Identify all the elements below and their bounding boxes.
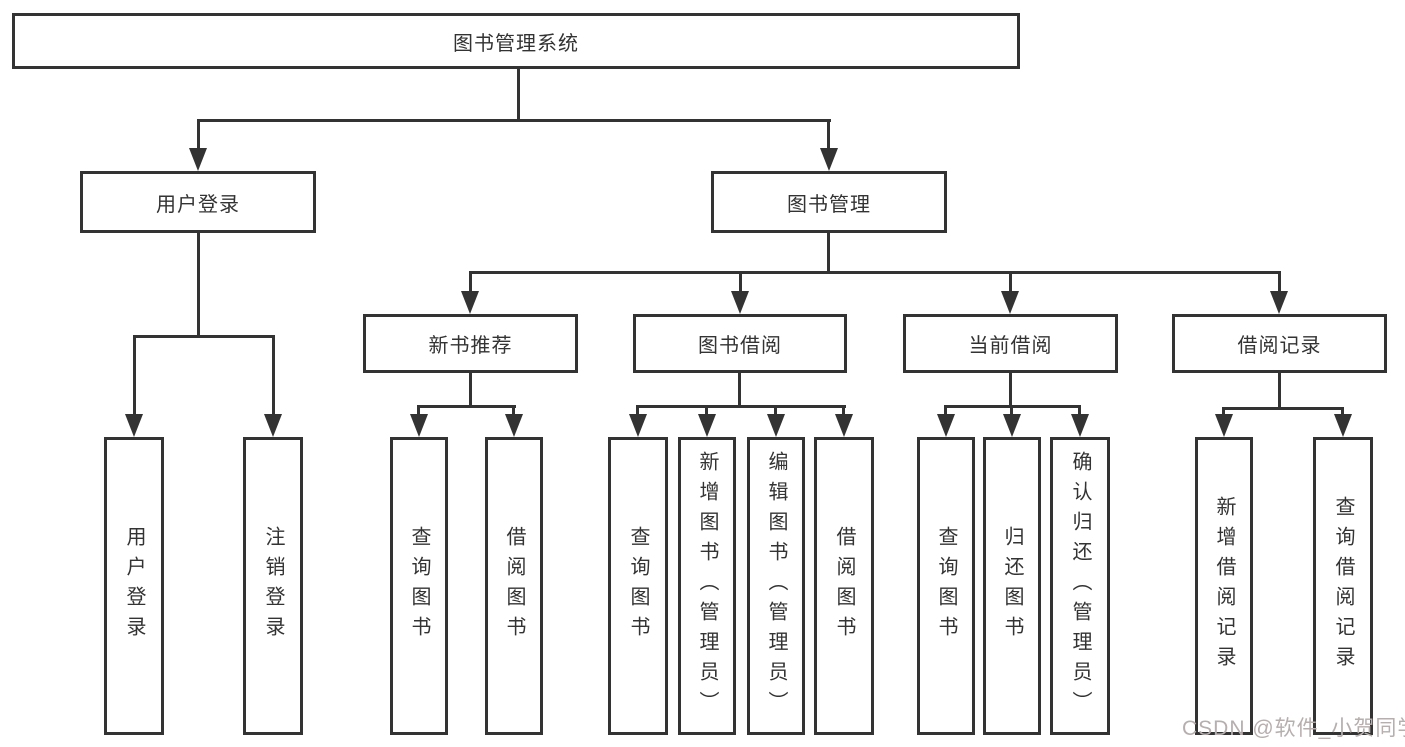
arrow-down-icon — [461, 291, 479, 314]
arrow-down-icon — [731, 291, 749, 314]
connector-line — [512, 405, 515, 417]
node-new-book-recommend: 新书推荐 — [363, 314, 578, 373]
node-label: 图书管理系统 — [453, 32, 579, 55]
arrow-down-icon — [1003, 414, 1021, 437]
leaf-borrow-books-borrowing: 借阅图书 — [814, 437, 874, 735]
connector-line — [739, 271, 742, 293]
connector-line — [636, 405, 846, 408]
connector-line — [944, 405, 947, 417]
connector-line — [1341, 407, 1344, 417]
connector-line — [469, 271, 1281, 274]
arrow-down-icon — [629, 414, 647, 437]
arrow-down-icon — [698, 414, 716, 437]
leaf-query-borrow-record: 查询借阅记录 — [1313, 437, 1373, 735]
connector-line — [705, 405, 708, 417]
connector-line — [417, 405, 516, 408]
connector-line — [1009, 271, 1012, 293]
leaf-label: 确认归还（管理员） — [1069, 451, 1091, 721]
node-user-login: 用户登录 — [80, 171, 316, 233]
leaf-label: 用户登录 — [123, 526, 145, 646]
node-current-borrowing: 当前借阅 — [903, 314, 1118, 373]
connector-line — [827, 119, 830, 152]
node-label: 图书借阅 — [698, 335, 782, 357]
arrow-down-icon — [1270, 291, 1288, 314]
leaf-label: 新增图书（管理员） — [696, 451, 718, 721]
connector-line — [197, 119, 200, 152]
connector-line — [1278, 271, 1281, 293]
connector-line — [272, 335, 275, 414]
arrow-down-icon — [125, 414, 143, 437]
connector-line — [469, 373, 472, 408]
connector-line — [827, 233, 830, 274]
connector-line — [469, 271, 472, 293]
leaf-return-books: 归还图书 — [983, 437, 1041, 735]
leaf-add-borrow-record: 新增借阅记录 — [1195, 437, 1253, 735]
leaf-label: 归还图书 — [1001, 526, 1023, 646]
arrow-down-icon — [835, 414, 853, 437]
node-label: 当前借阅 — [968, 335, 1053, 357]
leaf-add-book-admin: 新增图书（管理员） — [678, 437, 736, 735]
node-book-management: 图书管理 — [711, 171, 947, 233]
leaf-label: 借阅图书 — [833, 526, 855, 646]
arrow-down-icon — [767, 414, 785, 437]
leaf-confirm-return-admin: 确认归还（管理员） — [1050, 437, 1110, 735]
connector-line — [197, 233, 200, 338]
leaf-label: 查询图书 — [627, 526, 649, 646]
leaf-user-login: 用户登录 — [104, 437, 164, 735]
arrow-down-icon — [189, 148, 207, 171]
leaf-query-books-recommend: 查询图书 — [390, 437, 448, 735]
node-library-system: 图书管理系统 — [12, 13, 1020, 69]
connector-line — [1222, 407, 1225, 417]
leaf-borrow-books-recommend: 借阅图书 — [485, 437, 543, 735]
connector-line — [1009, 373, 1012, 408]
connector-line — [417, 405, 420, 417]
connector-line — [774, 405, 777, 417]
leaf-logout-login: 注销登录 — [243, 437, 303, 735]
arrow-down-icon — [264, 414, 282, 437]
connector-line — [1278, 373, 1281, 410]
connector-line — [1078, 405, 1081, 417]
leaf-query-books-borrowing: 查询图书 — [608, 437, 668, 735]
connector-line — [197, 119, 831, 122]
leaf-label: 编辑图书（管理员） — [765, 451, 787, 721]
leaf-label: 查询图书 — [935, 526, 957, 646]
connector-line — [1010, 405, 1013, 417]
connector-line — [842, 405, 845, 417]
arrow-down-icon — [820, 148, 838, 171]
node-label: 借阅记录 — [1237, 335, 1322, 357]
csdn-watermark: CSDN @软件_小贺同学 — [1182, 717, 1405, 740]
arrow-down-icon — [1071, 414, 1089, 437]
arrow-down-icon — [1001, 291, 1019, 314]
leaf-label: 查询借阅记录 — [1332, 496, 1354, 676]
arrow-down-icon — [937, 414, 955, 437]
leaf-label: 借阅图书 — [503, 526, 525, 646]
node-label: 用户登录 — [156, 193, 240, 216]
leaf-label: 注销登录 — [262, 526, 284, 646]
connector-line — [738, 373, 741, 408]
arrow-down-icon — [1215, 414, 1233, 437]
leaf-label: 查询图书 — [408, 526, 430, 646]
node-label: 新书推荐 — [428, 335, 513, 357]
connector-line — [636, 405, 639, 417]
connector-line — [133, 335, 274, 338]
node-label: 图书管理 — [787, 193, 871, 216]
node-book-borrowing: 图书借阅 — [633, 314, 847, 373]
connector-line — [1222, 407, 1344, 410]
node-borrowing-records: 借阅记录 — [1172, 314, 1387, 373]
arrow-down-icon — [505, 414, 523, 437]
connector-line — [517, 69, 520, 122]
connector-line — [133, 335, 136, 414]
arrow-down-icon — [410, 414, 428, 437]
leaf-edit-book-admin: 编辑图书（管理员） — [747, 437, 805, 735]
leaf-query-books-current: 查询图书 — [917, 437, 975, 735]
arrow-down-icon — [1334, 414, 1352, 437]
leaf-label: 新增借阅记录 — [1213, 496, 1235, 676]
